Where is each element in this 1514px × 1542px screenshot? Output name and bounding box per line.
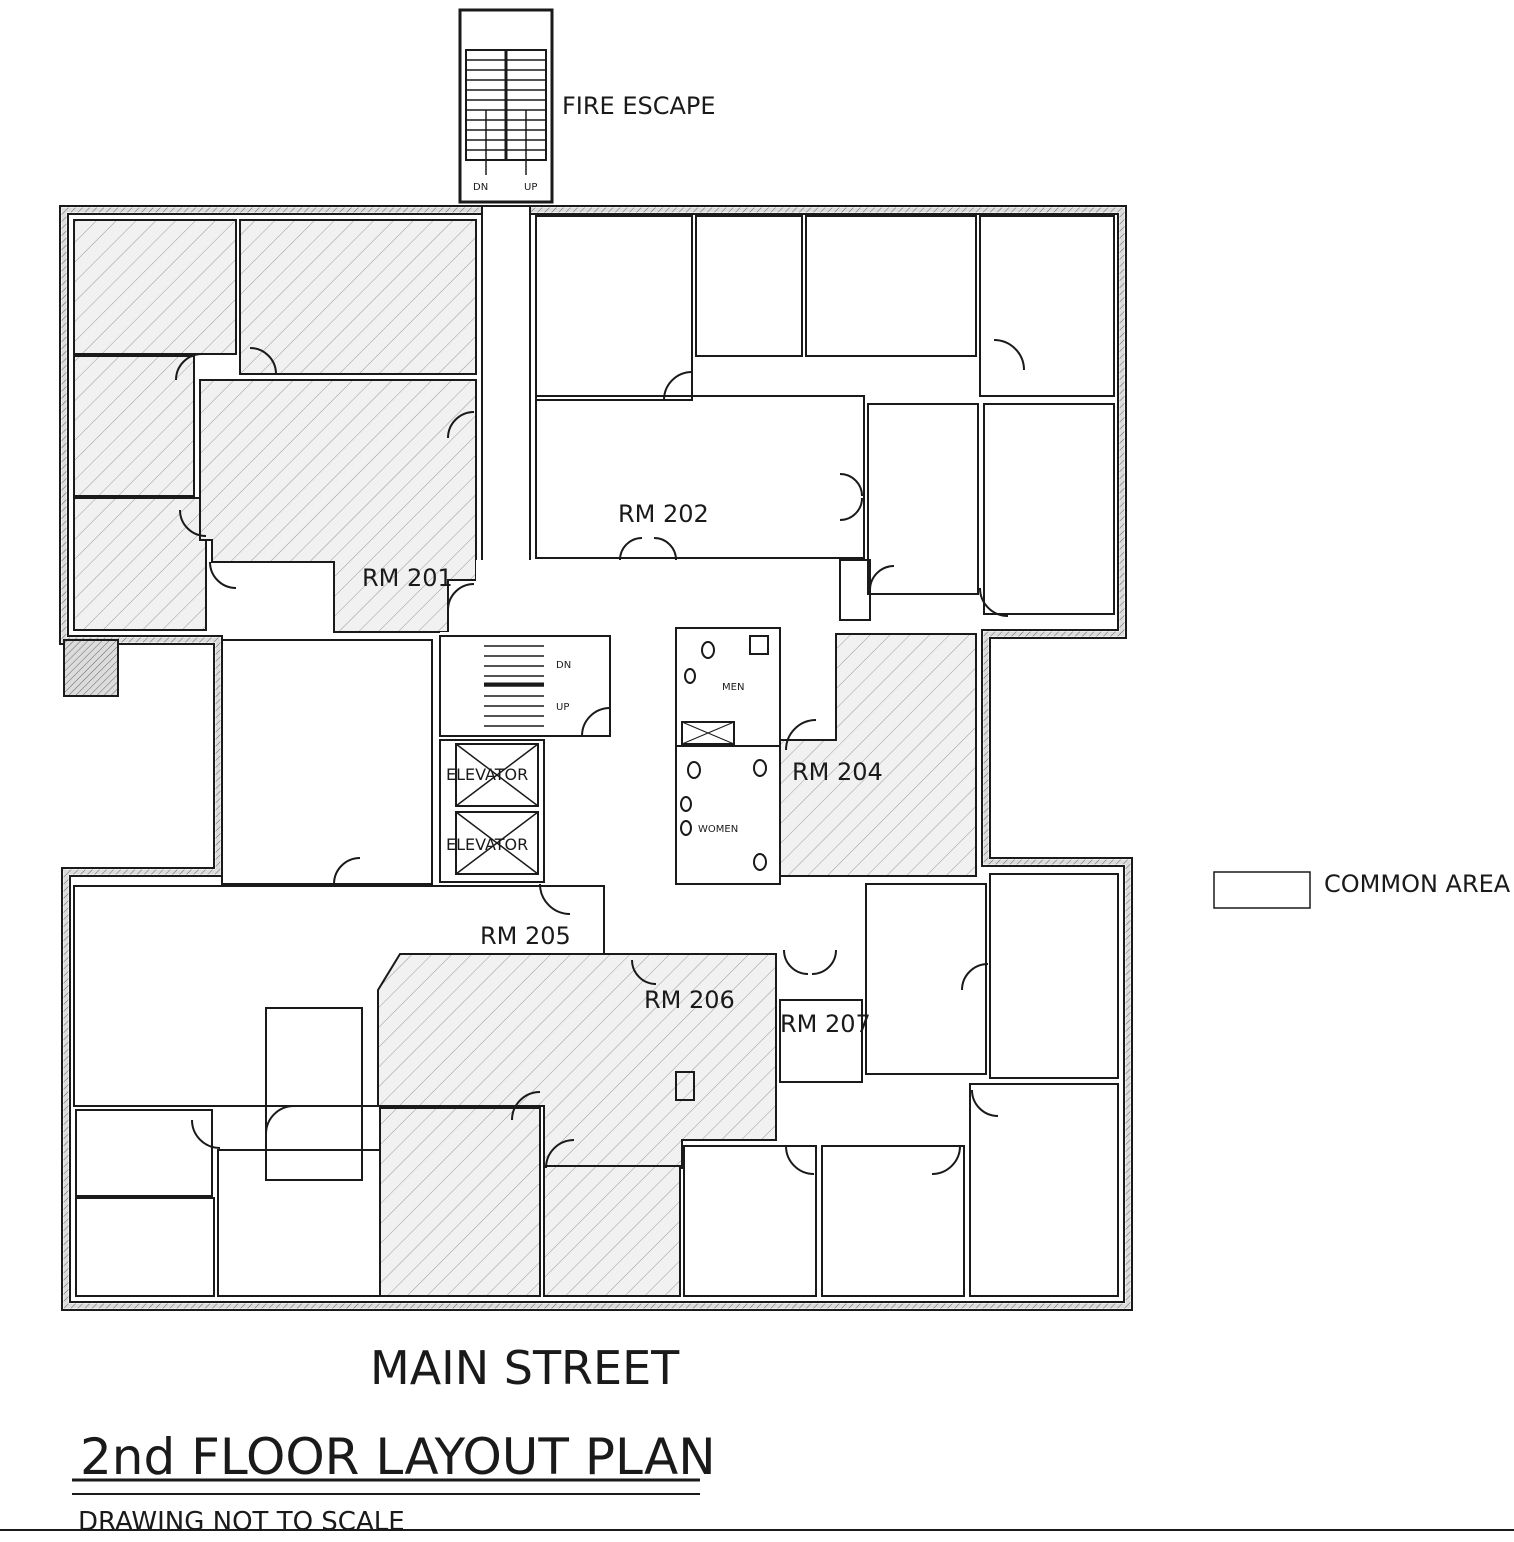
elevator-label-1: ELEVATOR (446, 765, 528, 784)
fire-escape-up-label: UP (524, 182, 537, 193)
room-label-rm207: RM 207 (780, 1010, 871, 1038)
rm201-area (73, 219, 477, 633)
plan-subtitle: DRAWING NOT TO SCALE (78, 1507, 405, 1537)
legend-swatch (1213, 871, 1311, 909)
room-label-rm201: RM 201 (362, 564, 453, 592)
womens-room-label: WOMEN (698, 824, 738, 835)
room-label-rm202: RM 202 (618, 500, 709, 528)
room-label-rm205: RM 205 (480, 922, 571, 950)
rm206-area (377, 953, 777, 1297)
stair-core (439, 635, 611, 883)
stair-up-label: UP (556, 702, 569, 713)
west-office (221, 639, 433, 885)
elevator-label-2: ELEVATOR (446, 835, 528, 854)
plan-title: 2nd FLOOR LAYOUT PLAN (80, 1428, 716, 1486)
fire-escape-label: FIRE ESCAPE (562, 92, 716, 120)
legend-label: COMMON AREA (1324, 870, 1511, 898)
mens-room-label: MEN (722, 682, 744, 693)
rm202-area (535, 215, 1115, 621)
fire-escape-dn-label: DN (473, 182, 488, 193)
rm207-area (683, 873, 1119, 1297)
rm204-area (779, 633, 977, 877)
room-label-rm204: RM 204 (792, 758, 883, 786)
room-label-rm206: RM 206 (644, 986, 735, 1014)
door-swings (175, 339, 1025, 1175)
street-label: MAIN STREET (370, 1341, 680, 1395)
stair-dn-label: DN (556, 660, 571, 671)
fire-escape (458, 8, 554, 204)
